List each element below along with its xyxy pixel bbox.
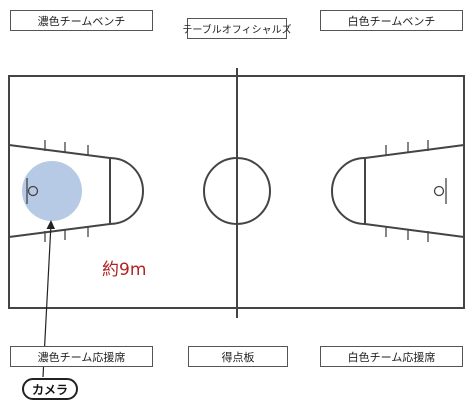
- scoreboard-label: 得点板: [188, 346, 288, 367]
- camera-coverage-zone: [22, 161, 82, 221]
- camera-pointer-arrowhead: [46, 220, 55, 229]
- left-hoop: [27, 185, 39, 197]
- distance-label: 約9m: [102, 260, 147, 280]
- dark-team-bench-label: 濃色チームベンチ: [10, 10, 153, 31]
- white-team-bench-label: 白色チームベンチ: [320, 10, 463, 31]
- right-free-throw-arc: [331, 157, 366, 225]
- left-free-throw-arc: [109, 157, 144, 225]
- center-circle: [203, 157, 271, 225]
- left-key: [8, 144, 111, 238]
- right-hoop: [433, 185, 445, 197]
- camera-label: カメラ: [22, 378, 78, 400]
- right-key: [364, 144, 465, 238]
- dark-team-supporters-label: 濃色チーム応援席: [10, 346, 153, 367]
- white-team-supporters-label: 白色チーム応援席: [320, 346, 463, 367]
- table-officials-label: テーブルオフィシャルズ: [182, 18, 292, 39]
